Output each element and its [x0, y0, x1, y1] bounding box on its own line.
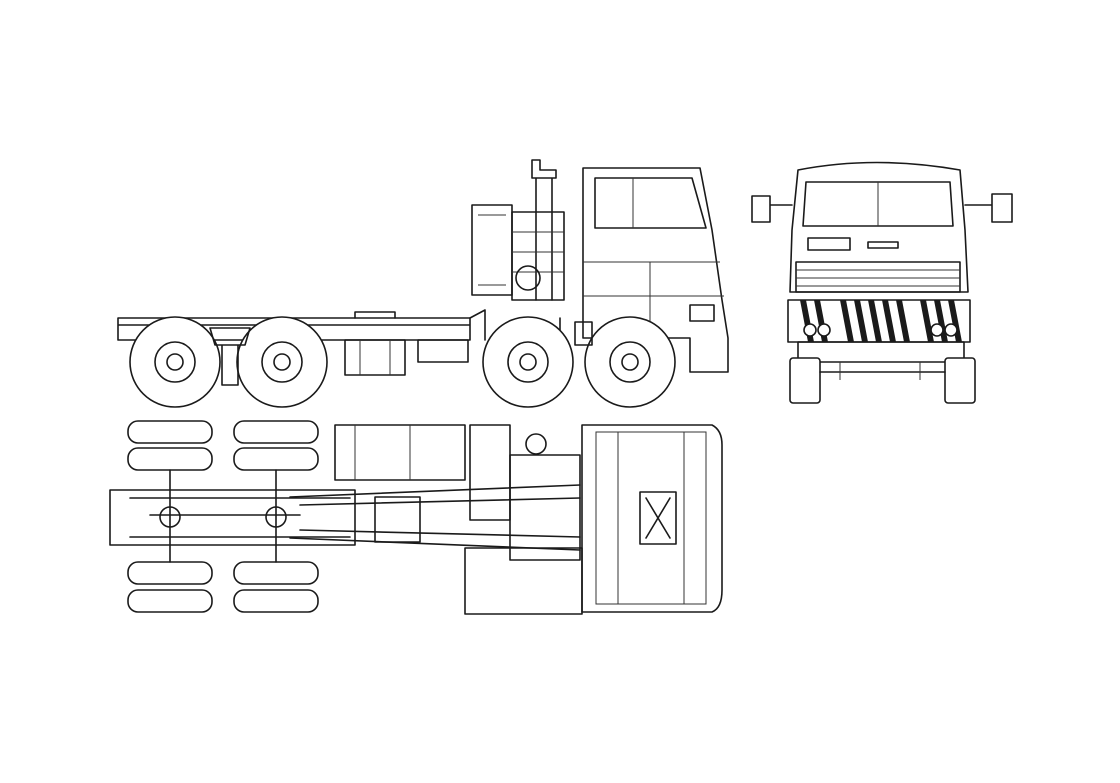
front-headlights	[803, 323, 958, 337]
top-rear-axles	[149, 469, 301, 563]
front-small-emblem	[867, 241, 899, 249]
top-front-axle-area	[464, 547, 583, 615]
top-chassis-rails	[109, 489, 356, 546]
top-air-filter	[525, 433, 547, 455]
side-headlight	[689, 304, 715, 322]
side-cab-window	[594, 177, 707, 229]
side-fifth-wheel	[354, 311, 396, 319]
side-ladder-rungs	[512, 231, 564, 273]
front-mirror-left	[751, 195, 793, 223]
top-cab-roof	[581, 424, 723, 613]
top-battery-box	[469, 424, 511, 521]
front-view	[751, 161, 1013, 404]
top-roof-vent-x	[639, 491, 677, 545]
front-cab-outline	[789, 161, 969, 293]
front-wheel-left	[789, 357, 821, 404]
top-engine-area	[509, 454, 581, 561]
top-rear-tyres	[127, 420, 319, 613]
side-rear-bogie	[209, 327, 251, 386]
side-wheel-front-1	[482, 316, 574, 408]
top-view	[109, 420, 723, 615]
side-air-filter	[515, 265, 541, 291]
side-fuel-tank-bands	[359, 340, 391, 375]
exhaust-stack	[531, 159, 557, 301]
side-battery-box	[471, 204, 513, 296]
side-wheel-rear-2	[236, 316, 328, 408]
side-wheel-rear-1	[129, 316, 221, 408]
top-fuel-tank-bands	[354, 425, 411, 480]
side-wheel-front-2	[584, 316, 676, 408]
front-lower-apron	[797, 341, 965, 363]
front-wheel-right	[944, 357, 976, 404]
top-diff-2	[265, 506, 287, 528]
top-fuel-tank	[334, 424, 466, 481]
side-front-spring-hanger	[574, 321, 593, 346]
side-view	[117, 159, 729, 408]
side-ladder-frame	[511, 211, 565, 301]
side-air-tank	[417, 339, 469, 363]
front-mirror-right	[964, 193, 1013, 223]
front-axle-brackets	[839, 362, 921, 380]
front-grille	[795, 261, 961, 293]
side-fuel-tank	[344, 339, 406, 376]
side-battery-box-lines	[478, 214, 506, 286]
top-gearbox	[374, 496, 421, 543]
front-bumper-hazard-stripes	[787, 299, 971, 343]
side-frame-step	[469, 309, 486, 341]
top-long-frame	[289, 484, 581, 551]
front-windshield	[802, 181, 954, 227]
top-diff-1	[159, 506, 181, 528]
front-badge-plate	[807, 237, 851, 251]
top-cab-roof-panels	[595, 431, 707, 605]
